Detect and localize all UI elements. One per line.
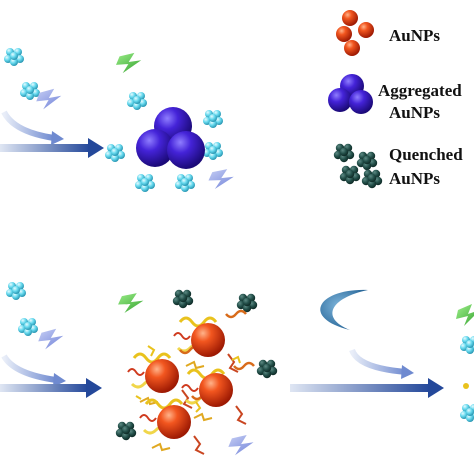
legend-quenched-icon	[333, 143, 383, 189]
lightning-icon	[207, 165, 236, 193]
reaction-arrowhead-icon	[86, 378, 102, 398]
fluorophore-cluster-icon	[20, 82, 40, 100]
quenched-cluster-icon	[256, 359, 278, 379]
fluorophore-cluster-icon	[127, 92, 147, 110]
curved-arrow-icon	[1, 354, 57, 383]
legend-quenched-label-line1: Quenched	[389, 145, 463, 164]
curved-arrowhead-icon	[51, 131, 64, 145]
curved-arrow-icon	[1, 110, 55, 141]
fluorophore-cluster-icon	[6, 282, 26, 300]
legend-aunps-label: AuNPs	[389, 26, 440, 45]
lightning-icon	[456, 304, 474, 326]
protein-fragment-icon	[463, 383, 469, 389]
lightning-icon	[35, 86, 63, 112]
legend-aggregated-icon	[328, 74, 373, 114]
reaction-arrowhead-icon	[88, 138, 104, 158]
aggregated-aunps-icon	[136, 107, 205, 169]
fluorophore-cluster-icon	[135, 174, 155, 192]
reaction-arrow-icon	[0, 144, 90, 152]
fluorophore-cluster-icon	[4, 48, 24, 66]
fluorophore-cluster-icon	[460, 336, 474, 354]
curved-arrowhead-icon	[401, 365, 414, 379]
lightning-icon	[227, 432, 255, 458]
legend-aggregated-label-line1: Aggregated	[378, 81, 462, 100]
lightning-icon	[114, 50, 143, 76]
curved-arrowhead-icon	[53, 373, 66, 387]
legend-aunps-icon	[336, 10, 374, 56]
fluorophore-cluster-icon	[460, 404, 474, 422]
fluorophore-cluster-icon	[18, 318, 38, 336]
crescent-icon	[320, 289, 368, 330]
fluorophore-cluster-icon	[175, 174, 195, 192]
lightning-icon	[37, 326, 65, 352]
fluorophore-cluster-icon	[203, 110, 223, 128]
quenched-cluster-icon	[172, 289, 194, 309]
quenched-cluster-icon	[236, 293, 258, 313]
quenched-cluster-icon	[115, 421, 137, 441]
fluorophore-cluster-icon	[203, 142, 223, 160]
fluorophore-cluster-icon	[105, 144, 125, 162]
lightning-icon	[116, 289, 145, 317]
legend-aggregated-label-line2: AuNPs	[389, 103, 440, 122]
reaction-arrow-icon	[290, 384, 430, 392]
reaction-arrow-icon	[0, 384, 88, 392]
reaction-arrowhead-icon	[428, 378, 444, 398]
legend-quenched-label-line2: AuNPs	[389, 169, 440, 188]
curved-arrow-icon	[349, 348, 407, 375]
protein-coated-aunps-icon	[126, 309, 256, 456]
